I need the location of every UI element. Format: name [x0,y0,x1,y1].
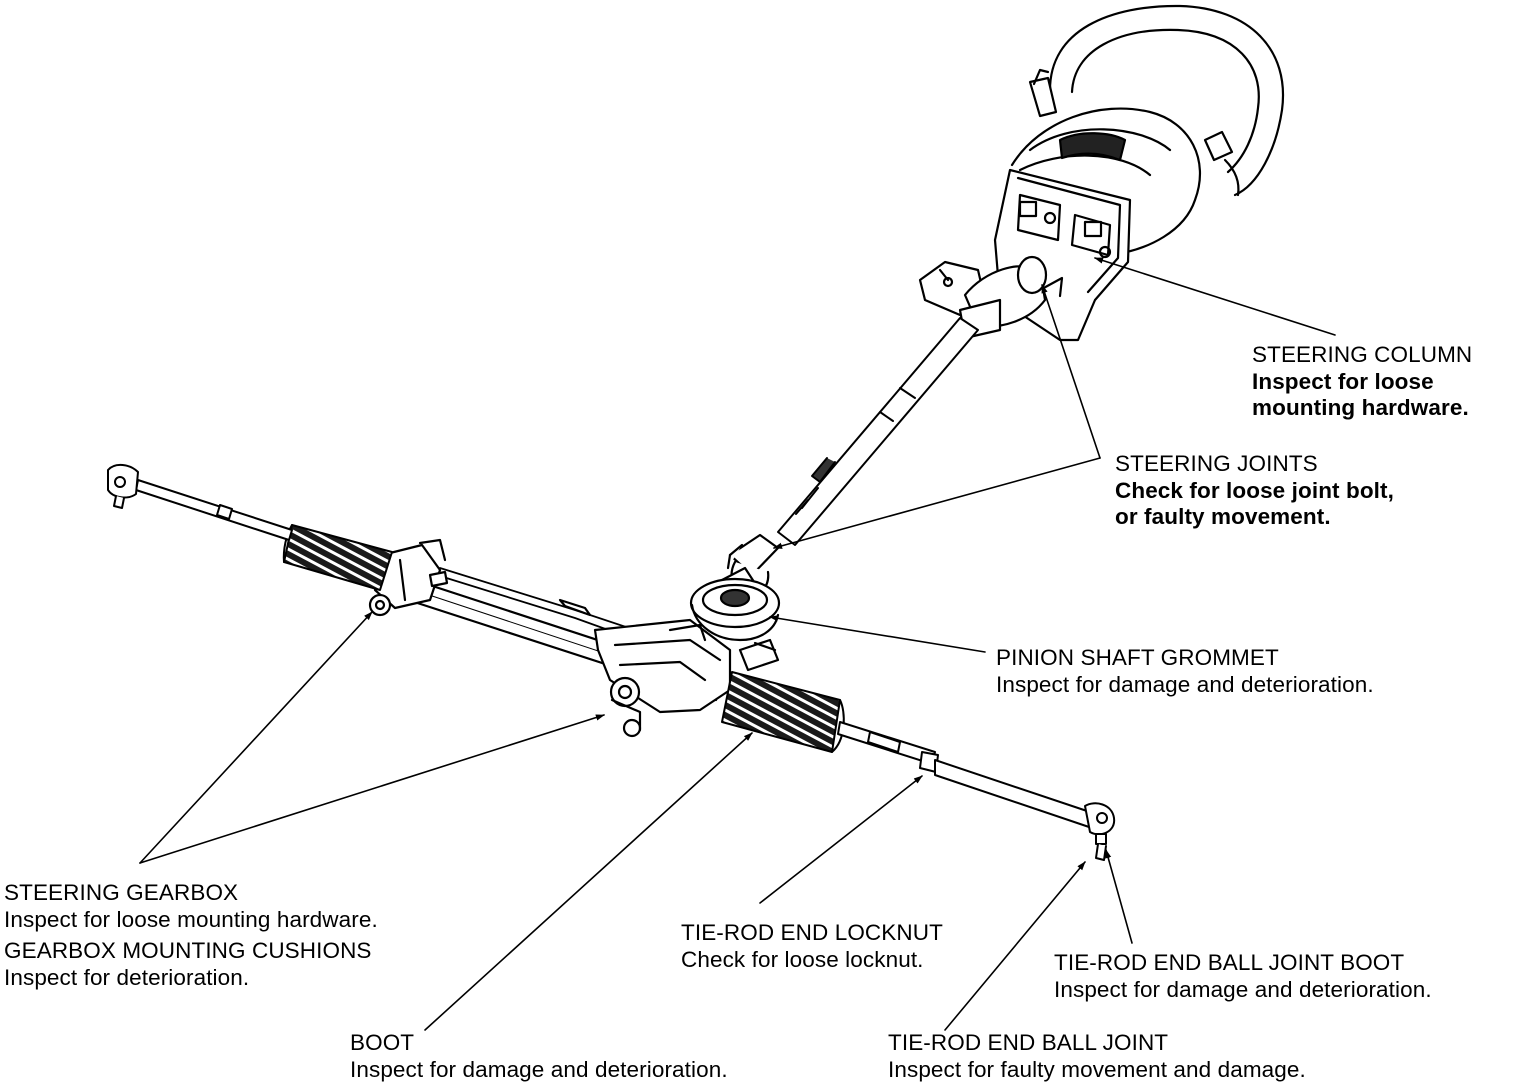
callout-title: TIE-ROD END BALL JOINT BOOT [1054,950,1405,975]
callout-text: Check for loose joint bolt, [1115,477,1394,503]
leader-steering-joints-upper [1041,284,1101,459]
tie-rod-end [934,759,1116,861]
callout-text: Inspect for loose [1252,368,1434,394]
callout-text: Inspect for faulty movement and damage. [888,1056,1306,1082]
steering-column-housing [918,107,1202,342]
leader-ball-joint-boot [1105,849,1133,944]
right-boot [721,671,845,753]
callout-text: Inspect for loose mounting hardware. [4,906,378,932]
leader-steering-joints-lower [773,457,1101,549]
leader-gearbox-clamp [139,611,373,864]
callout-tie-rod-end-ball-joint: TIE-ROD END BALL JOINT Inspect for fault… [888,1030,1306,1083]
leader-ball-joint [944,861,1086,1031]
steering-gearbox [368,538,780,738]
callout-gearbox-mounting-cushions: GEARBOX MOUNTING CUSHIONS Inspect for de… [4,938,372,991]
callout-text: or faulty movement. [1115,504,1331,529]
left-boot [282,524,393,591]
leader-steering-column [1094,257,1336,336]
callout-text: Inspect for deterioration. [4,964,250,990]
callout-text: Inspect for damage and deterioration. [350,1056,728,1082]
steering-shaft [777,317,979,546]
pinion-shaft-grommet [689,577,781,642]
callout-title: STEERING GEARBOX [4,880,239,905]
leader-pinion-grommet [769,615,986,653]
left-tie-rod [107,464,293,541]
leader-locknut [759,775,923,904]
callout-text: Inspect for damage and deterioration. [996,671,1374,697]
callout-text: Inspect for damage and deterioration. [1054,976,1432,1002]
callout-title: GEARBOX MOUNTING CUSHIONS [4,938,372,963]
leader-boot [424,732,753,1031]
callout-title: BOOT [350,1030,415,1055]
callout-tie-rod-end-ball-joint-boot: TIE-ROD END BALL JOINT BOOT Inspect for … [1054,950,1432,1003]
callout-steering-joints: STEERING JOINTS Check for loose joint bo… [1115,451,1394,531]
callout-steering-gearbox: STEERING GEARBOX Inspect for loose mount… [4,880,378,933]
callout-title: STEERING COLUMN [1252,342,1473,367]
callout-title: TIE-ROD END BALL JOINT [888,1030,1169,1055]
leader-gearbox-cushion [139,714,605,864]
callout-text: Check for loose locknut. [681,946,924,972]
callout-text: mounting hardware. [1252,395,1469,420]
callout-tie-rod-end-locknut: TIE-ROD END LOCKNUT Check for loose lock… [681,920,943,973]
leader-lines [139,257,1336,1031]
callout-title: PINION SHAFT GROMMET [996,645,1279,670]
callout-title: TIE-ROD END LOCKNUT [681,920,943,945]
steering-wheel [1028,4,1285,197]
callout-title: STEERING JOINTS [1115,451,1318,476]
callout-pinion-shaft-grommet: PINION SHAFT GROMMET Inspect for damage … [996,645,1374,698]
callout-boot: BOOT Inspect for damage and deterioratio… [350,1030,728,1083]
callout-steering-column: STEERING COLUMN Inspect for loose mounti… [1252,342,1472,422]
